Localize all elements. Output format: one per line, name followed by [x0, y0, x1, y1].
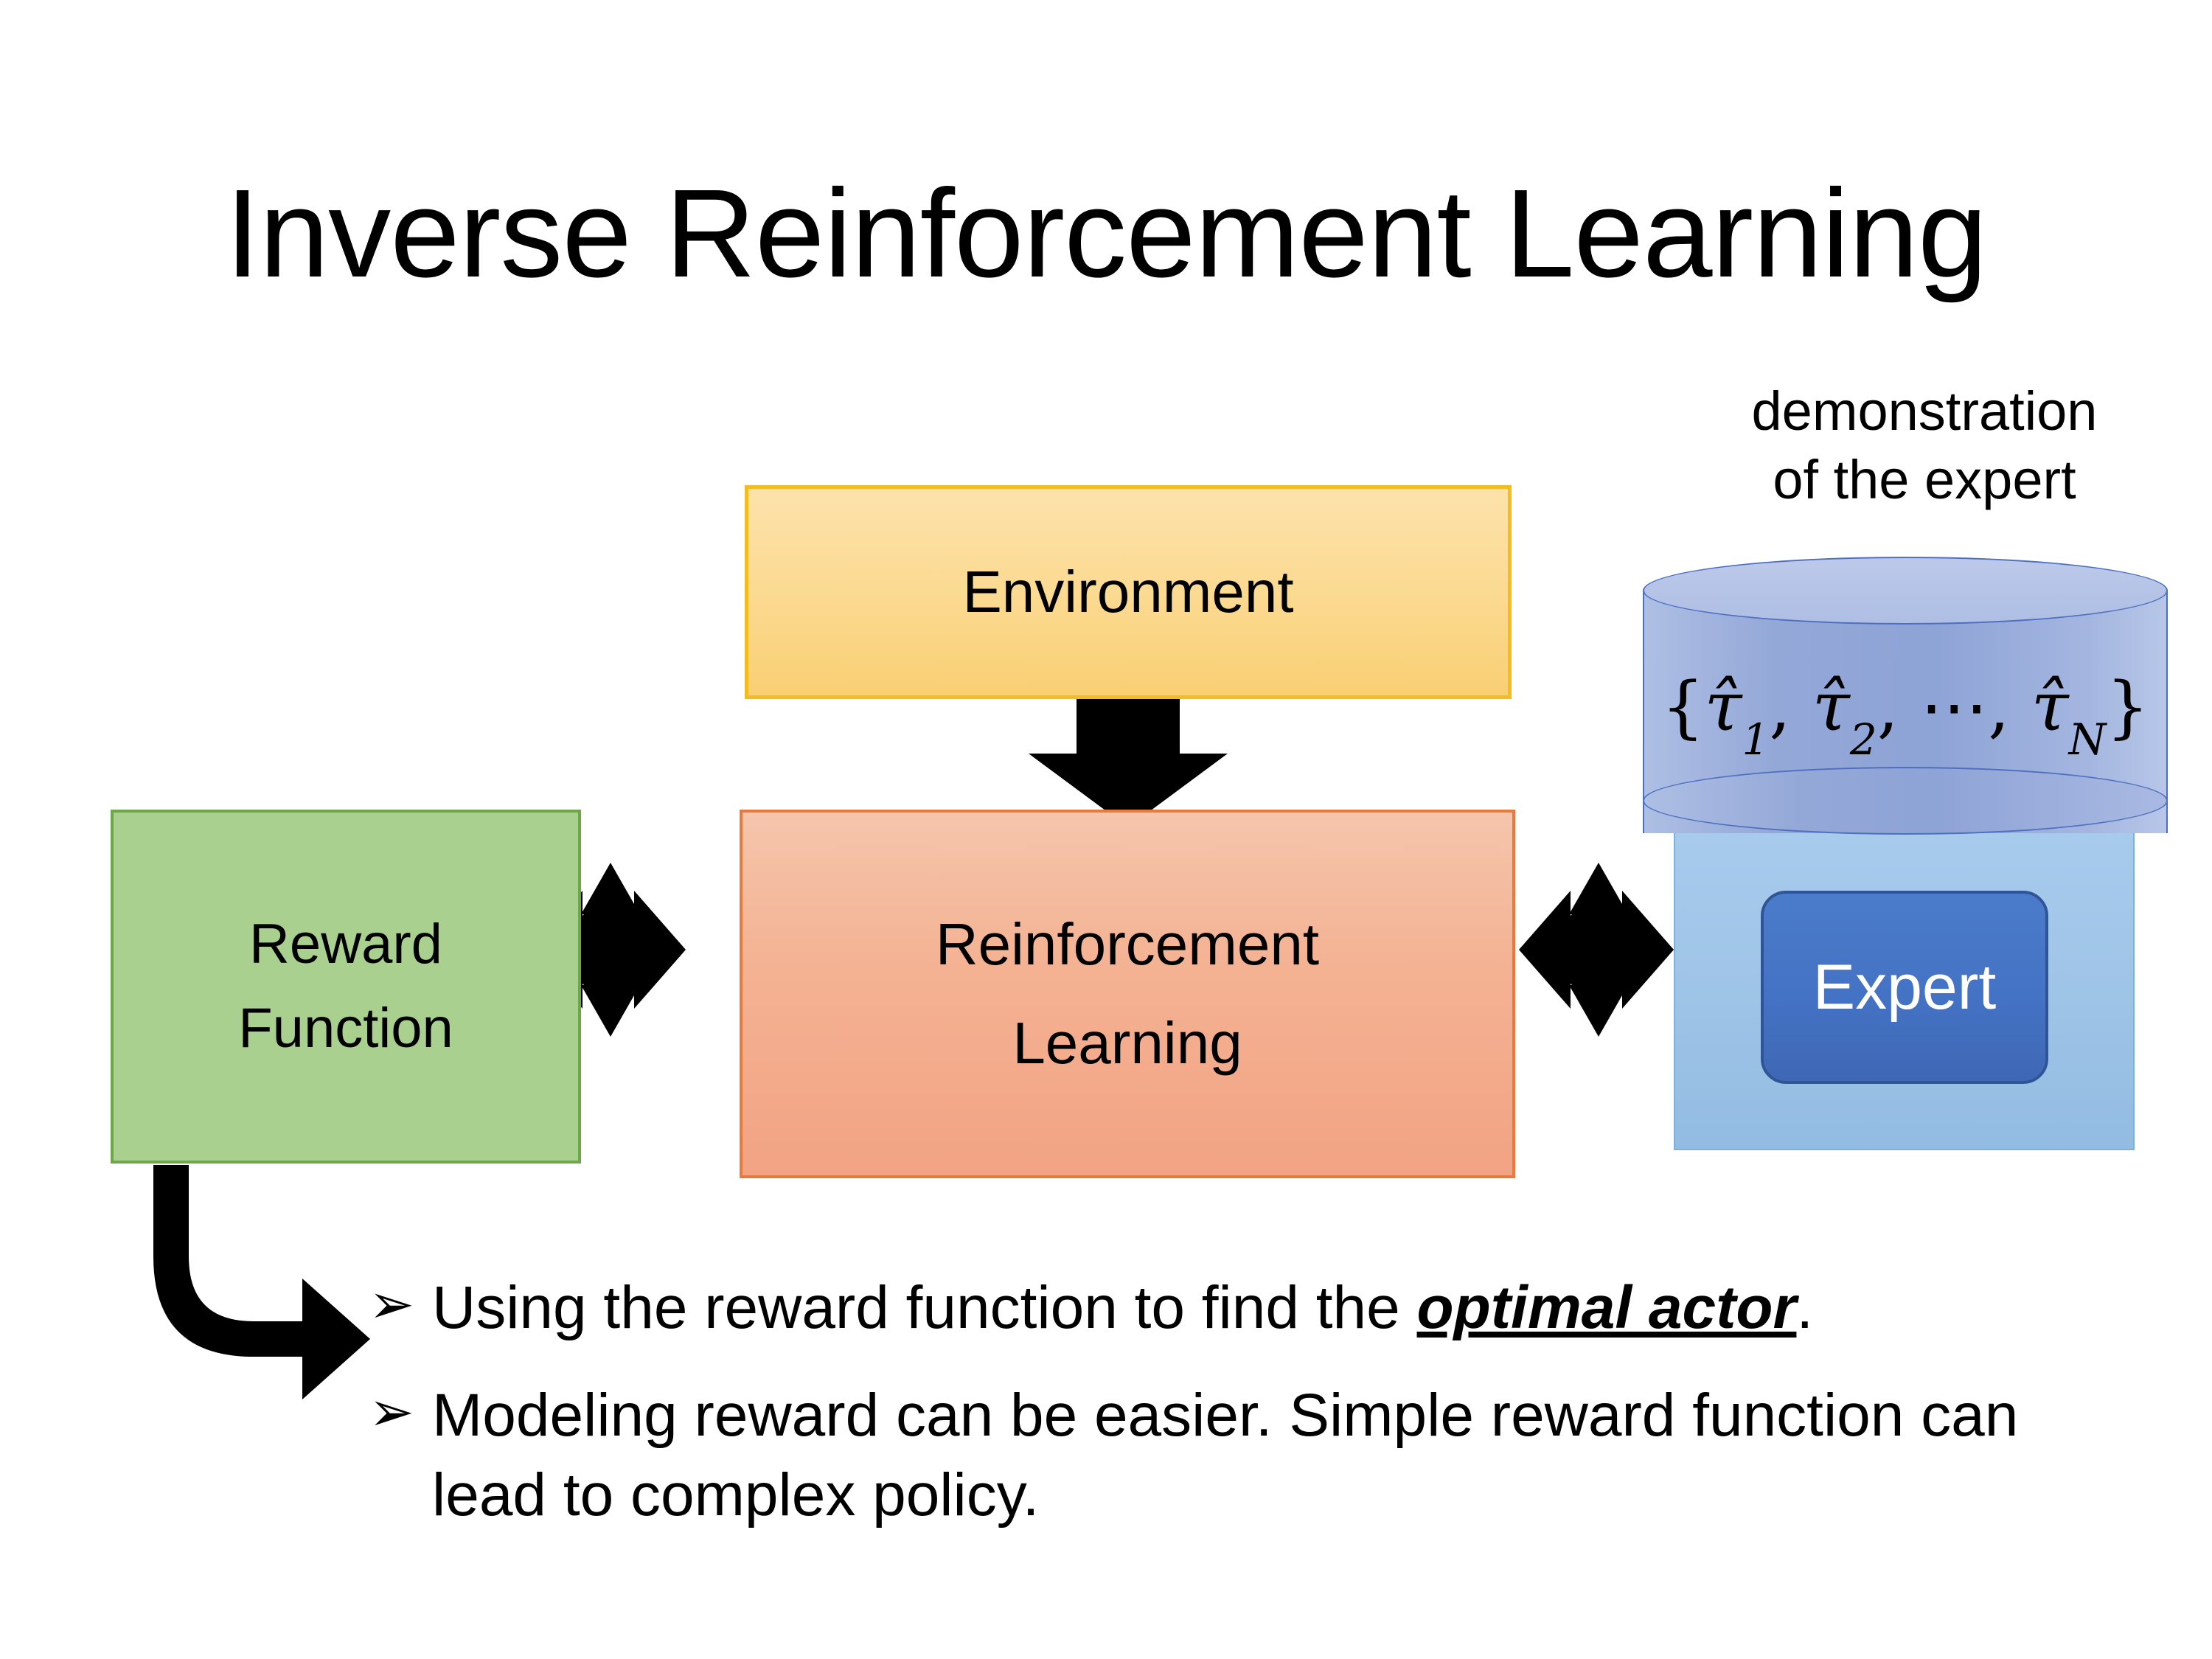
environment-to-rl-down-arrow	[1029, 696, 1228, 827]
cylinder-top-ellipse	[1643, 557, 2168, 625]
bullet-1-prefix: Using the reward function to find the	[432, 1274, 1417, 1341]
formula-sep-3: ,	[1988, 667, 2031, 746]
bullet-text-1: Using the reward function to find the op…	[432, 1268, 2101, 1348]
formula-close-brace: }	[2106, 667, 2149, 746]
trajectory-set-formula: {τ̂1, τ̂2, ⋯, τ̂N}	[1643, 667, 2168, 765]
environment-label: Environment	[962, 559, 1294, 625]
page-title: Inverse Reinforcement Learning	[225, 164, 1987, 304]
reward-label-line1: Reward	[249, 913, 442, 975]
reward-function-box[interactable]: Reward Function	[111, 810, 581, 1164]
formula-tau-1-sub: 1	[1742, 714, 1770, 765]
formula-ellipsis: ⋯	[1920, 667, 1989, 746]
rl-label-line2: Learning	[1012, 1010, 1242, 1076]
rl-label-line1: Reinforcement	[935, 911, 1320, 977]
demonstration-caption-line2: of the expert	[1773, 448, 2076, 510]
environment-box[interactable]: Environment	[745, 485, 1512, 699]
formula-sep-1: ,	[1769, 667, 1812, 746]
reward-to-bullets-elbow-arrow	[153, 1165, 370, 1399]
formula-tau-n-sub: N	[2068, 714, 2107, 765]
list-item: ➢ Modeling reward can be easier. Simple …	[369, 1376, 2101, 1535]
bullet-1-emphasis: optimal actor	[1416, 1274, 1797, 1341]
expert-box[interactable]: Expert	[1761, 891, 2048, 1084]
bullet-list: ➢ Using the reward function to find the …	[369, 1268, 2101, 1564]
expert-label: Expert	[1812, 951, 1997, 1023]
formula-open-brace: {	[1661, 667, 1705, 746]
formula-tau-2-sub: 2	[1849, 714, 1877, 765]
bullet-arrow-icon: ➢	[369, 1381, 415, 1443]
rl-expert-quad-arrow	[1519, 863, 1674, 1037]
formula-sep-2: ,	[1877, 667, 1921, 746]
bullet-1-suffix: .	[1796, 1274, 1814, 1341]
reward-label-line2: Function	[238, 997, 453, 1060]
bullet-arrow-icon: ➢	[369, 1273, 415, 1335]
demonstration-cylinder[interactable]: {τ̂1, τ̂2, ⋯, τ̂N}	[1643, 557, 2168, 866]
list-item: ➢ Using the reward function to find the …	[369, 1268, 2101, 1348]
reinforcement-learning-box[interactable]: Reinforcement Learning	[740, 810, 1515, 1178]
formula-tau-1: τ̂	[1704, 667, 1742, 746]
demonstration-caption: demonstration of the expert	[1644, 378, 2205, 514]
demonstration-caption-line1: demonstration	[1751, 380, 2098, 442]
bullet-text-2: Modeling reward can be easier. Simple re…	[432, 1382, 2019, 1529]
cylinder-bottom-ellipse	[1643, 767, 2168, 835]
formula-tau-2: τ̂	[1812, 667, 1850, 746]
formula-tau-n: τ̂	[2031, 667, 2069, 746]
